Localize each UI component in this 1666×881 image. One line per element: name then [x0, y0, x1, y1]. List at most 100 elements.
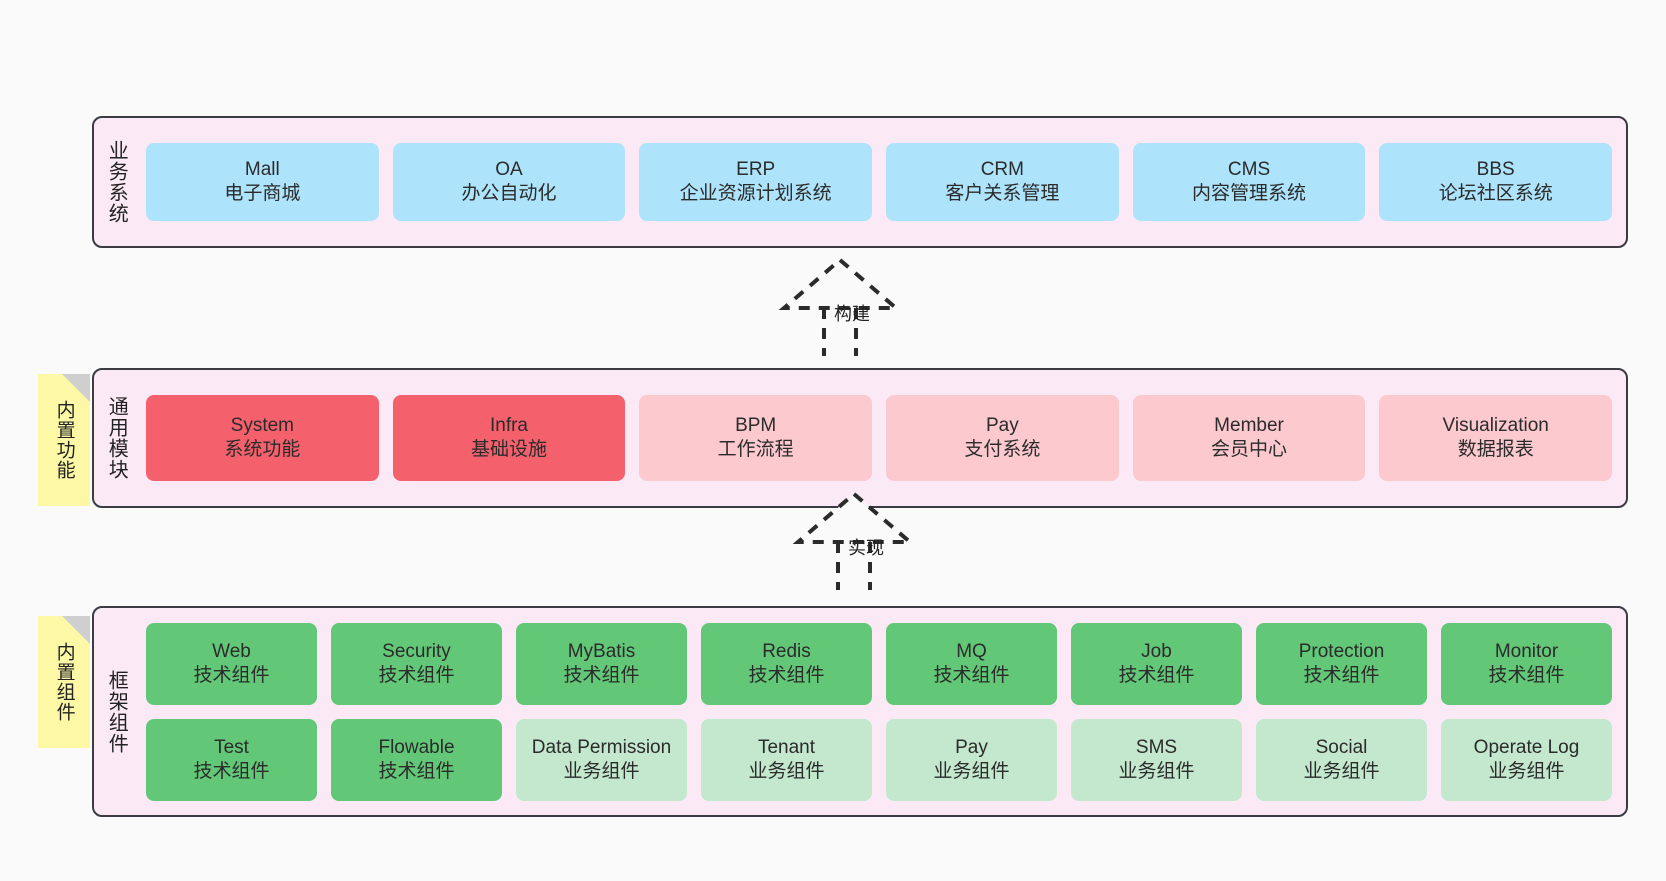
card-sms-en: SMS	[1135, 736, 1178, 758]
card-bpm-cn: 工作流程	[717, 439, 794, 460]
card-operate-log-en: Operate Log	[1473, 736, 1580, 758]
card-tenant-en: Tenant	[757, 736, 816, 758]
card-system[interactable]: System 系统功能	[146, 395, 379, 481]
card-member-cn: 会员中心	[1211, 439, 1288, 460]
card-oa[interactable]: OA 办公自动化	[392, 143, 626, 221]
card-flowable[interactable]: Flowable 技术组件	[331, 718, 502, 801]
card-pay-component-cn: 业务组件	[933, 760, 1010, 782]
card-mybatis-cn: 技术组件	[563, 664, 640, 686]
card-mq-cn: 技术组件	[933, 664, 1010, 686]
arrow-implement-shaft	[836, 542, 872, 590]
card-cms[interactable]: CMS 内容管理系统	[1132, 143, 1366, 221]
layer-business-system: 业务系统 Mall 电子商城 OA 办公自动化 ERP 企业资源计划系统 CRM…	[92, 116, 1628, 248]
layer-business-system-title: 业务系统	[105, 140, 128, 224]
card-monitor-cn: 技术组件	[1488, 664, 1565, 686]
layer-common-modules-title: 通用模块	[105, 396, 128, 480]
card-tenant[interactable]: Tenant 业务组件	[701, 718, 872, 801]
arrow-implement-head	[792, 491, 916, 544]
framework-row-business: Test 技术组件 Flowable 技术组件 Data Permission …	[146, 718, 1612, 801]
card-system-cn: 系统功能	[224, 439, 301, 460]
card-sms-cn: 业务组件	[1118, 760, 1195, 782]
card-pay-module-en: Pay	[985, 415, 1019, 437]
card-social-en: Social	[1315, 736, 1368, 758]
arrow-build: 构建	[750, 256, 930, 356]
card-bbs[interactable]: BBS 论坛社区系统	[1379, 143, 1613, 221]
card-flowable-en: Flowable	[378, 736, 455, 758]
card-infra-cn: 基础设施	[471, 439, 548, 460]
card-redis[interactable]: Redis 技术组件	[701, 622, 872, 705]
card-visualization-cn: 数据报表	[1457, 439, 1534, 460]
card-data-permission-cn: 业务组件	[563, 760, 640, 782]
card-data-permission[interactable]: Data Permission 业务组件	[516, 718, 687, 801]
card-pay-component-en: Pay	[955, 736, 988, 758]
layer-common-modules-cards: System 系统功能 Infra 基础设施 BPM 工作流程 Pay 支付系统…	[138, 370, 1626, 506]
card-job-en: Job	[1141, 640, 1172, 662]
card-redis-en: Redis	[762, 640, 811, 662]
card-infra-en: Infra	[489, 415, 529, 437]
card-mall-cn: 电子商城	[224, 183, 301, 204]
arrow-build-label: 构建	[834, 304, 870, 324]
card-social[interactable]: Social 业务组件	[1256, 718, 1427, 801]
card-operate-log-cn: 业务组件	[1488, 760, 1565, 782]
card-oa-en: OA	[495, 159, 523, 181]
card-data-permission-en: Data Permission	[531, 736, 672, 758]
layer-business-system-cards: Mall 电子商城 OA 办公自动化 ERP 企业资源计划系统 CRM 客户关系…	[138, 118, 1626, 246]
sticky-note-builtin-features-text: 内置功能	[53, 400, 75, 480]
card-mall-en: Mall	[244, 159, 280, 181]
framework-row-technical: Web 技术组件 Security 技术组件 MyBatis 技术组件 Redi…	[146, 622, 1612, 705]
card-cms-cn: 内容管理系统	[1192, 183, 1307, 204]
card-security-en: Security	[382, 640, 451, 662]
card-visualization[interactable]: Visualization 数据报表	[1379, 395, 1613, 481]
card-pay-module[interactable]: Pay 支付系统	[886, 395, 1119, 481]
layer-framework-components: 框架组件 Web 技术组件 Security 技术组件 MyBatis 技术组件…	[92, 606, 1628, 817]
arrow-build-head	[778, 257, 902, 310]
card-system-en: System	[230, 415, 295, 437]
card-member[interactable]: Member 会员中心	[1132, 395, 1366, 481]
card-web-en: Web	[212, 640, 251, 662]
card-visualization-en: Visualization	[1442, 415, 1549, 437]
card-mq[interactable]: MQ 技术组件	[886, 622, 1057, 705]
card-crm-en: CRM	[980, 159, 1024, 181]
card-security-cn: 技术组件	[378, 664, 455, 686]
card-job-cn: 技术组件	[1118, 664, 1195, 686]
card-bbs-cn: 论坛社区系统	[1438, 183, 1553, 204]
sticky-note-builtin-components-text: 内置组件	[53, 642, 75, 722]
arrow-build-shaft	[822, 308, 858, 356]
card-crm[interactable]: CRM 客户关系管理	[886, 143, 1119, 221]
card-test[interactable]: Test 技术组件	[146, 718, 317, 801]
card-mall[interactable]: Mall 电子商城	[146, 143, 379, 221]
card-tenant-cn: 业务组件	[748, 760, 825, 782]
card-pay-component[interactable]: Pay 业务组件	[886, 718, 1057, 801]
card-flowable-cn: 技术组件	[378, 760, 455, 782]
card-erp[interactable]: ERP 企业资源计划系统	[639, 143, 873, 221]
arrow-implement-label: 实现	[848, 538, 884, 558]
card-member-en: Member	[1214, 415, 1284, 437]
card-erp-cn: 企业资源计划系统	[679, 183, 832, 204]
card-mybatis-en: MyBatis	[567, 640, 636, 662]
card-social-cn: 业务组件	[1303, 760, 1380, 782]
card-protection-en: Protection	[1298, 640, 1385, 662]
card-bpm-en: BPM	[735, 415, 777, 437]
card-pay-module-cn: 支付系统	[964, 439, 1041, 460]
card-erp-en: ERP	[736, 159, 776, 181]
card-monitor-en: Monitor	[1494, 640, 1559, 662]
card-sms[interactable]: SMS 业务组件	[1071, 718, 1242, 801]
card-test-cn: 技术组件	[193, 760, 270, 782]
card-oa-cn: 办公自动化	[461, 183, 557, 204]
card-job[interactable]: Job 技术组件	[1071, 622, 1242, 705]
card-security[interactable]: Security 技术组件	[331, 622, 502, 705]
card-infra[interactable]: Infra 基础设施	[392, 395, 626, 481]
card-operate-log[interactable]: Operate Log 业务组件	[1441, 718, 1612, 801]
card-web[interactable]: Web 技术组件	[146, 622, 317, 705]
arrow-implement: 实现	[764, 490, 944, 590]
card-protection-cn: 技术组件	[1303, 664, 1380, 686]
card-mybatis[interactable]: MyBatis 技术组件	[516, 622, 687, 705]
layer-common-modules: 通用模块 System 系统功能 Infra 基础设施 BPM 工作流程 Pay…	[92, 368, 1628, 508]
card-protection[interactable]: Protection 技术组件	[1256, 622, 1427, 705]
card-mq-en: MQ	[956, 640, 987, 662]
layer-framework-components-title: 框架组件	[105, 669, 128, 754]
card-bpm[interactable]: BPM 工作流程	[639, 395, 873, 481]
card-monitor[interactable]: Monitor 技术组件	[1441, 622, 1612, 705]
layer-framework-components-cards: Web 技术组件 Security 技术组件 MyBatis 技术组件 Redi…	[138, 608, 1626, 815]
